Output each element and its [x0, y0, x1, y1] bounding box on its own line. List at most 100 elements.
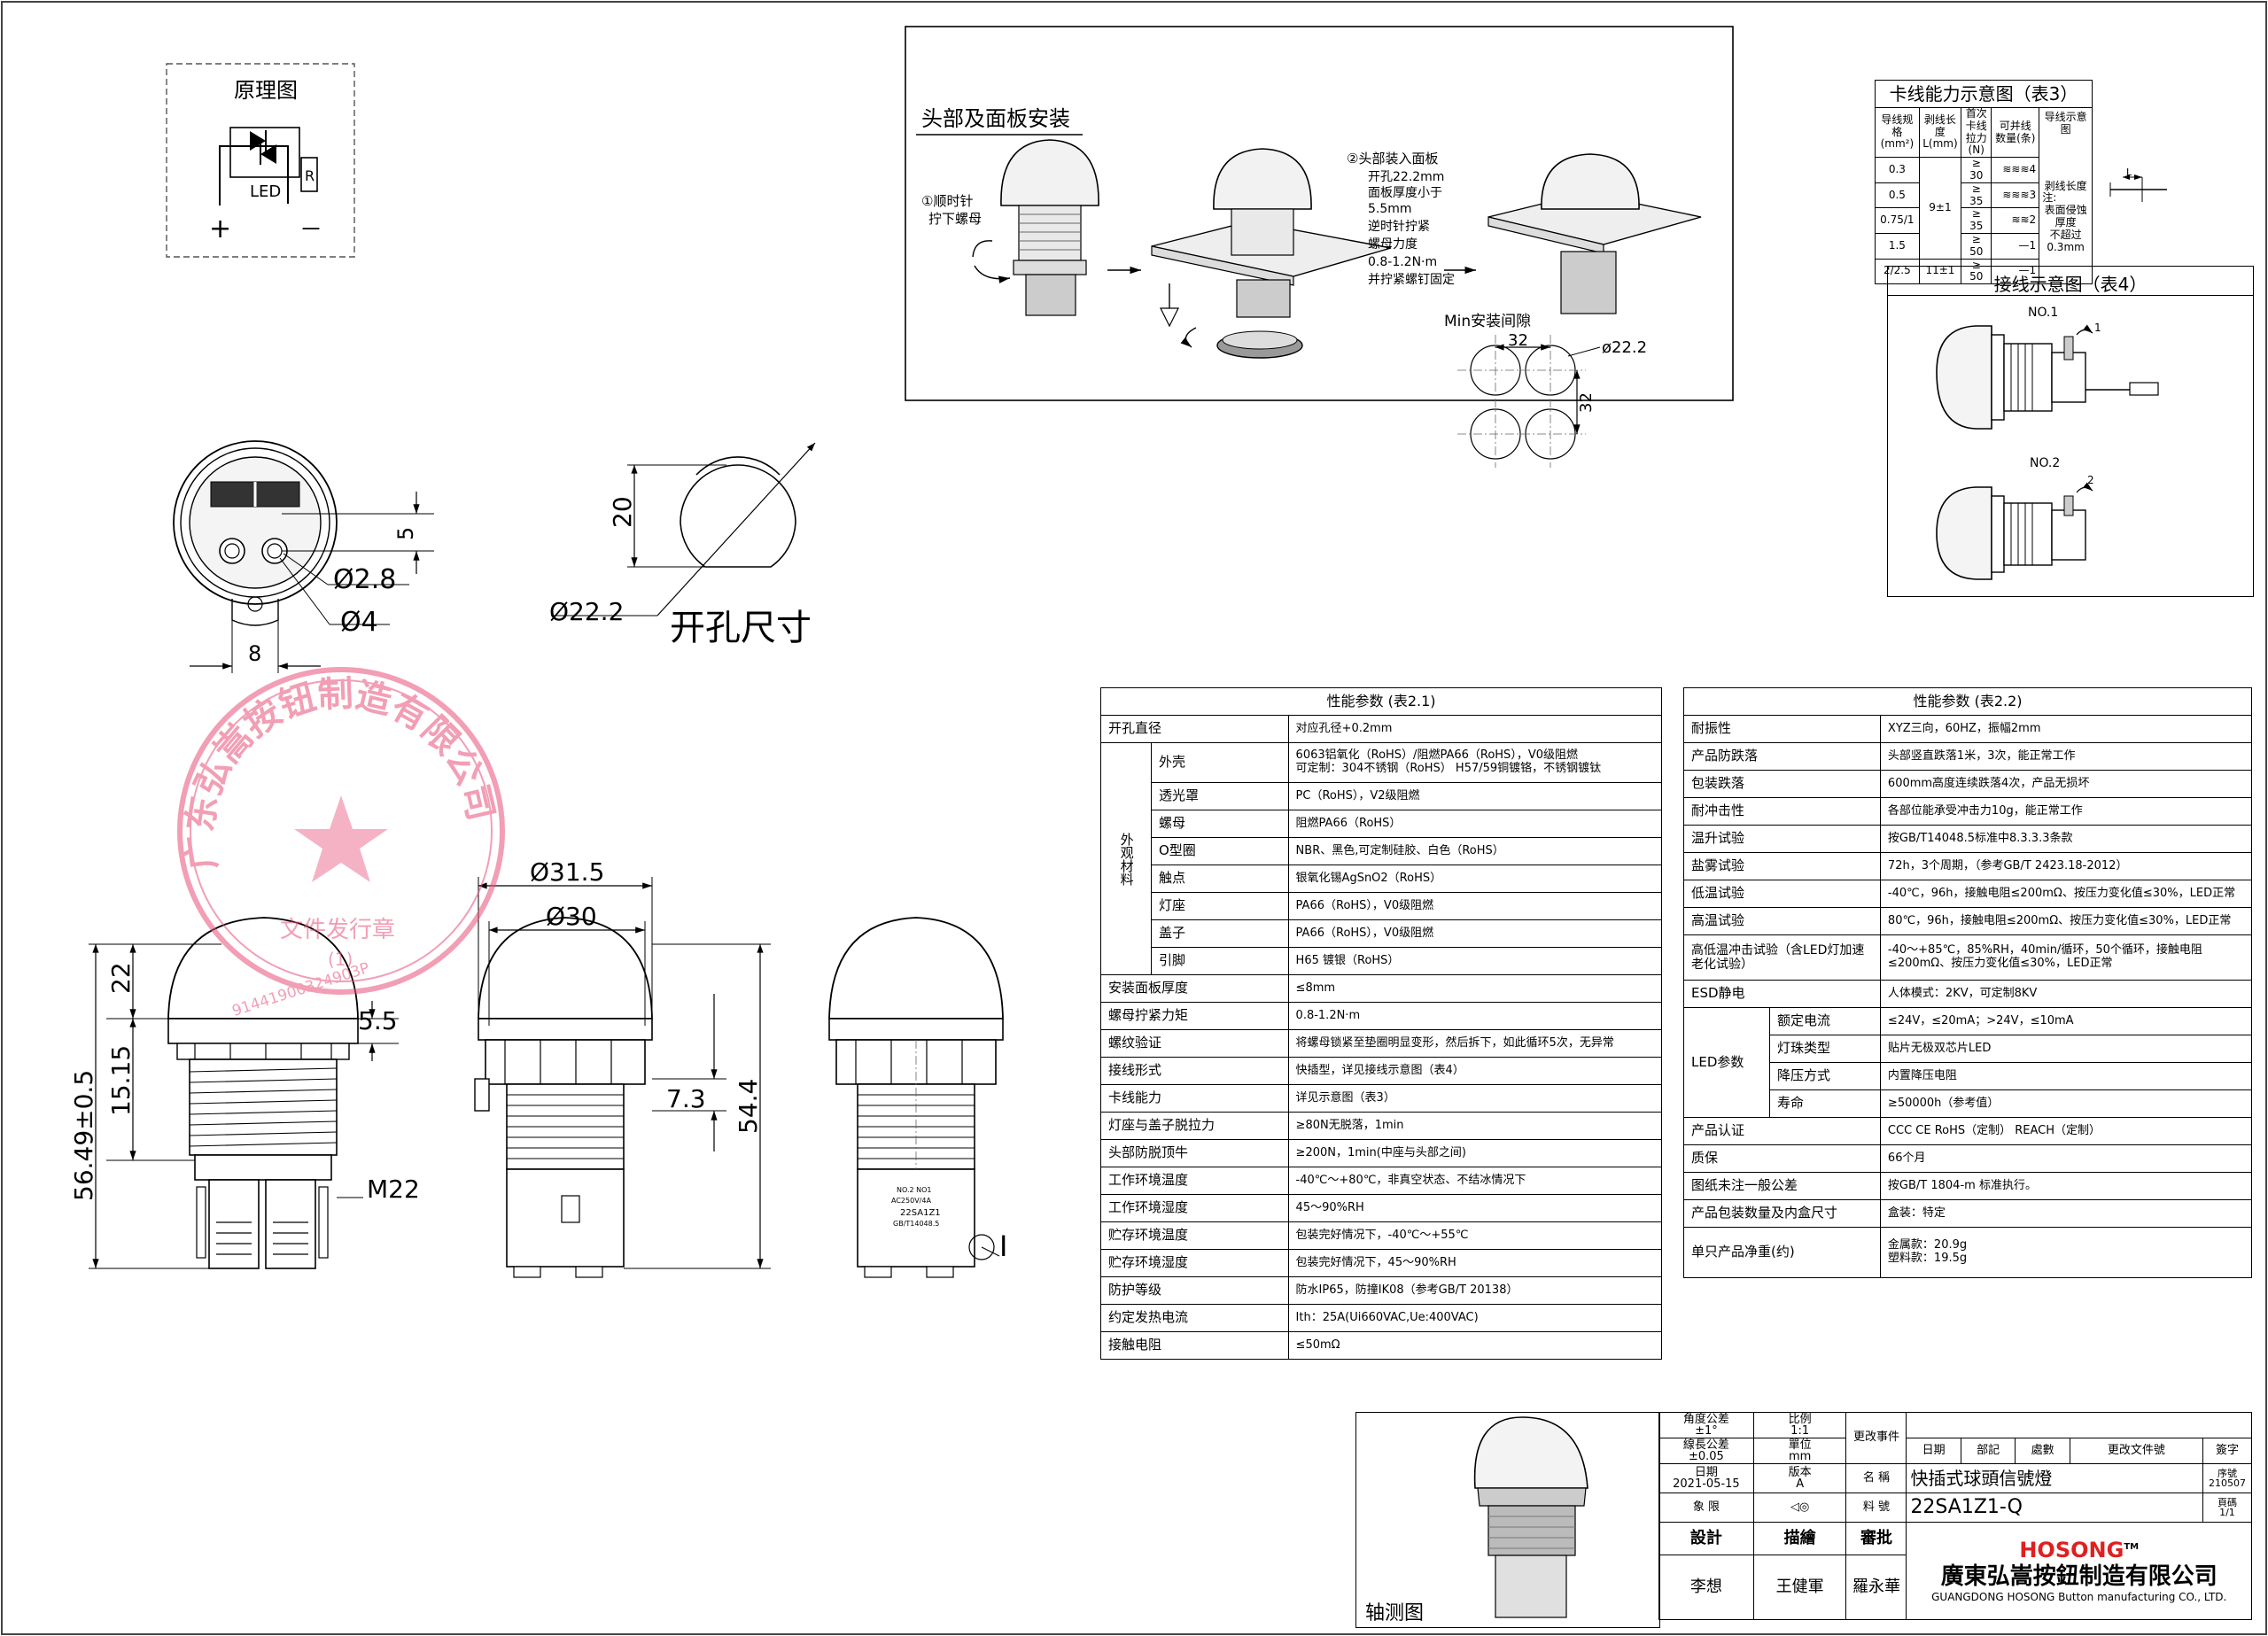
t22-key: 温升试验 — [1683, 825, 1881, 853]
principle-title: 原理图 — [234, 78, 298, 103]
table3-h-pull: 首次卡线拉力(N) — [1961, 106, 1992, 159]
t21-key: 螺纹验证 — [1100, 1029, 1289, 1058]
dim-d315: Ø31.5 — [530, 857, 604, 887]
t21-key: 透光罩 — [1151, 782, 1289, 810]
tb-review: 審批 — [1845, 1522, 1907, 1555]
t21-key: 螺母 — [1151, 810, 1289, 838]
brand-tm: TM — [2124, 1542, 2140, 1553]
t21-val: 对应孔径+0.2mm — [1287, 715, 1663, 743]
t3-count-val: 2 — [2029, 213, 2037, 227]
table3-h-count: 可并线数量(条) — [1991, 106, 2040, 159]
tb-h-file: 更改文件號 — [2069, 1438, 2203, 1464]
table-row: 螺母阻燃PA66（RoHS） — [1101, 810, 1663, 838]
tb-serial-l: 序號 — [2217, 1468, 2237, 1479]
t22-key: 耐振性 — [1683, 715, 1881, 743]
t21-key: 贮存环境温度 — [1100, 1221, 1289, 1250]
t3-count: —1 — [1991, 258, 2040, 285]
table-row: 0.75/1≥ 35≋≋2 — [1875, 207, 2093, 234]
table-row: 防护等级防水IP65，防撞IK08（参考GB/T 20138） — [1100, 1276, 1663, 1305]
table4-no1: NO.1 — [2028, 306, 2059, 320]
step2-line1: ②头部装入面板 — [1347, 151, 1438, 167]
minus-label: － — [299, 217, 322, 244]
t3-pull: ≥ 30 — [1961, 157, 1992, 183]
tb-ver-v: A — [1796, 1477, 1805, 1491]
dim-5649: 56.49±0.5 — [69, 1070, 98, 1201]
dim-d28: Ø2.8 — [333, 564, 396, 595]
t22-key: 盐雾试验 — [1683, 852, 1881, 880]
t21-val: ≥80N无脱落，1min — [1287, 1112, 1663, 1140]
t21-key: 灯座 — [1151, 892, 1289, 920]
tb-scale-l: 比例 — [1788, 1413, 1812, 1426]
t22-group: LED参数 — [1683, 1007, 1770, 1118]
t22-val: 金属款：20.9g 塑料款：19.5g — [1879, 1227, 2253, 1278]
table4-no2: NO.2 — [2030, 456, 2061, 470]
t22-val: XYZ三向，60HZ，振幅2mm — [1879, 715, 2253, 743]
t21-key: 卡线能力 — [1100, 1084, 1289, 1113]
t22-key: 寿命 — [1769, 1089, 1881, 1118]
table-row: 图纸未注一般公差按GB/T 1804-m 标准执行。 — [1683, 1172, 2253, 1200]
tb-lin-v: ±0.05 — [1688, 1450, 1724, 1463]
t21-val: 快插型，详见接线示意图（表4） — [1287, 1057, 1663, 1085]
stamp-sub: 文件发行章 — [280, 917, 395, 943]
t3-count-val: 3 — [2029, 188, 2037, 201]
step2-line5: 逆时针拧紧 — [1368, 220, 1430, 234]
side-view-2: Ø31.5 Ø30 54.4 7.3 — [474, 857, 771, 1278]
dim-d4: Ø4 — [340, 607, 378, 638]
side-view-3: NO.2 NO1 AC250V/4A 22SA1Z1 GB/T14048.5 I — [828, 917, 1007, 1278]
t21-key: 防护等级 — [1100, 1276, 1289, 1305]
table-row: 接触电阻≤50mΩ — [1100, 1331, 1663, 1360]
table-row: LED参数额定电流≤24V，≤20mA；>24V，≤10mA — [1683, 1007, 2253, 1118]
t21-key: 引脚 — [1151, 947, 1289, 975]
table21-title: 性能参数 (表2.1) — [1100, 687, 1662, 716]
t22-val: 72h，3个周期，（参考GB/T 2423.18-2012） — [1879, 852, 2253, 880]
t3-spec: 0.5 — [1875, 182, 1920, 209]
tb-name-v: 快插式球頭信號燈 — [1906, 1463, 2203, 1493]
dim-73: 7.3 — [666, 1084, 706, 1113]
rear-view: 5 Ø2.8 Ø4 8 — [173, 440, 434, 673]
table-row: 灯座与盖子脱拉力≥80N无脱落，1min — [1100, 1112, 1663, 1140]
t3-spec: 0.75/1 — [1875, 207, 1920, 234]
t3-spec: 0.3 — [1875, 157, 1920, 183]
tb-page-l: 頁碼 — [2217, 1497, 2237, 1508]
dim-20: 20 — [608, 496, 637, 528]
spacing-dia: ø22.2 — [1602, 338, 1647, 357]
t21-val: H65 镀银（RoHS） — [1287, 947, 1663, 975]
table-row: 工作环境温度-40℃～+80℃，非真空状态、不结冰情况下 — [1100, 1167, 1663, 1195]
t21-key: 约定发热电流 — [1100, 1304, 1289, 1332]
t21-val: PC（RoHS），V2级阻燃 — [1287, 782, 1663, 810]
table3-h-diagram: 导线示意图 剥线长度 注: 表面侵蚀厚度 不超过0.3mm — [2039, 106, 2093, 285]
tb-design: 設計 — [1658, 1522, 1754, 1555]
t3-count-val: 1 — [2029, 264, 2037, 277]
resistor-label: R — [305, 167, 315, 184]
tb-unit-l: 單位 — [1788, 1438, 1812, 1452]
tb-angle-v: ±1° — [1695, 1424, 1718, 1438]
tb-h-date: 日期 — [1906, 1438, 1961, 1464]
step2-line6: 螺母力度 — [1368, 237, 1418, 252]
t22-val: 人体模式：2KV，可定制8KV — [1879, 980, 2253, 1008]
t3-strip: 11±1 — [1918, 258, 1962, 285]
cutout-title: 开孔尺寸 — [670, 608, 812, 648]
tb-serial-v: 210507 — [2208, 1477, 2246, 1489]
step2-line4: 5.5mm — [1368, 202, 1412, 216]
dim-8: 8 — [248, 641, 261, 666]
t21-val: PA66（RoHS），V0级阻燃 — [1287, 919, 1663, 948]
t3-count-val: 1 — [2029, 238, 2037, 252]
t21-key: 触点 — [1151, 865, 1289, 893]
dim-m22: M22 — [367, 1175, 420, 1204]
t22-key: 灯珠类型 — [1769, 1035, 1881, 1063]
tb-ver-l: 版本 — [1788, 1466, 1812, 1479]
axonometric-box: 轴测图 — [1355, 1412, 1660, 1628]
t3-pull: ≥ 35 — [1961, 182, 1992, 209]
step2-line8: 并拧紧螺钉固定 — [1368, 273, 1455, 287]
t3-spec: 1.5 — [1875, 232, 1920, 260]
t21-val: PA66（RoHS），V0级阻燃 — [1287, 892, 1663, 920]
t21-key: 盖子 — [1151, 919, 1289, 948]
